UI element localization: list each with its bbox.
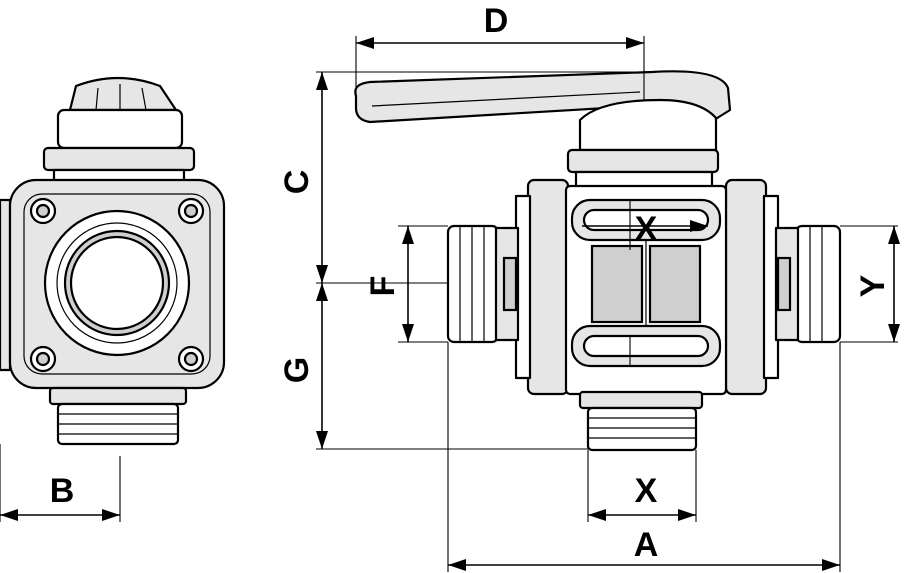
label-X: X — [635, 472, 658, 510]
label-G: G — [278, 357, 316, 383]
dimension-lines — [0, 36, 900, 572]
right-connector — [794, 224, 842, 344]
side-knob — [68, 76, 178, 112]
bolt-icons — [29, 197, 205, 373]
left-flange — [526, 178, 570, 396]
valve-side-view — [0, 76, 226, 446]
label-F: F — [364, 276, 402, 297]
valve-front-view — [354, 70, 842, 452]
dimension-labels: D C G F Y X X A B — [50, 2, 892, 564]
label-D: D — [484, 2, 509, 40]
label-B: B — [50, 472, 75, 510]
bottom-connector — [586, 406, 698, 452]
left-connector — [446, 224, 500, 344]
label-C: C — [278, 170, 316, 195]
right-flange — [724, 178, 768, 396]
label-Y: Y — [854, 274, 892, 297]
label-A: A — [634, 526, 659, 564]
label-X-upper: X — [635, 210, 658, 248]
